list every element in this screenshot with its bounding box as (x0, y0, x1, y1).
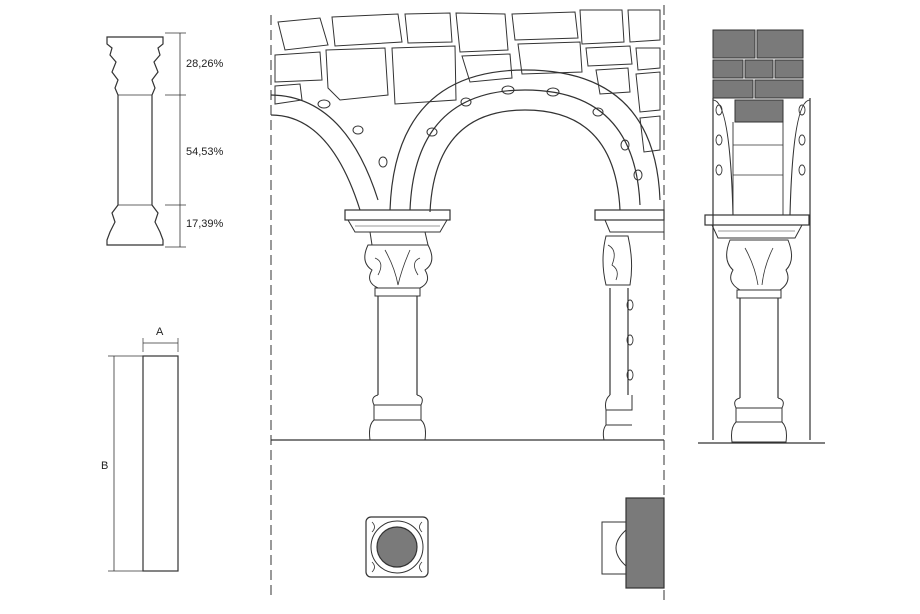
central-capital (364, 244, 433, 289)
central-column (344, 209, 451, 441)
arch-outer (389, 69, 661, 211)
masonry-wall (274, 9, 661, 153)
section-view (698, 29, 825, 444)
plan-central-column (365, 516, 429, 578)
width-dimension-label: A (156, 326, 164, 338)
shaft-block (142, 355, 179, 572)
section-masonry (712, 29, 804, 123)
voussoir-rings (317, 85, 643, 181)
height-dimension-label: B (101, 460, 109, 472)
section-capital (726, 239, 792, 291)
section-abacus (704, 214, 810, 226)
central-base (369, 419, 426, 441)
engaged-capital (602, 235, 633, 286)
engaged-column (594, 209, 665, 441)
proportion-bottom-label: 17,39% (186, 218, 224, 230)
column-proportion-diagram (106, 32, 186, 248)
arch-inner (429, 109, 621, 213)
proportion-middle-label: 54,53% (186, 146, 224, 158)
plan-engaged-column (601, 497, 665, 589)
proportion-top-label: 28,26% (186, 58, 224, 70)
arcade-elevation (270, 5, 665, 600)
column-outline (106, 36, 164, 246)
section-base (731, 421, 787, 443)
central-abacus (344, 209, 451, 221)
shaft-dimension-diagram (108, 338, 179, 572)
